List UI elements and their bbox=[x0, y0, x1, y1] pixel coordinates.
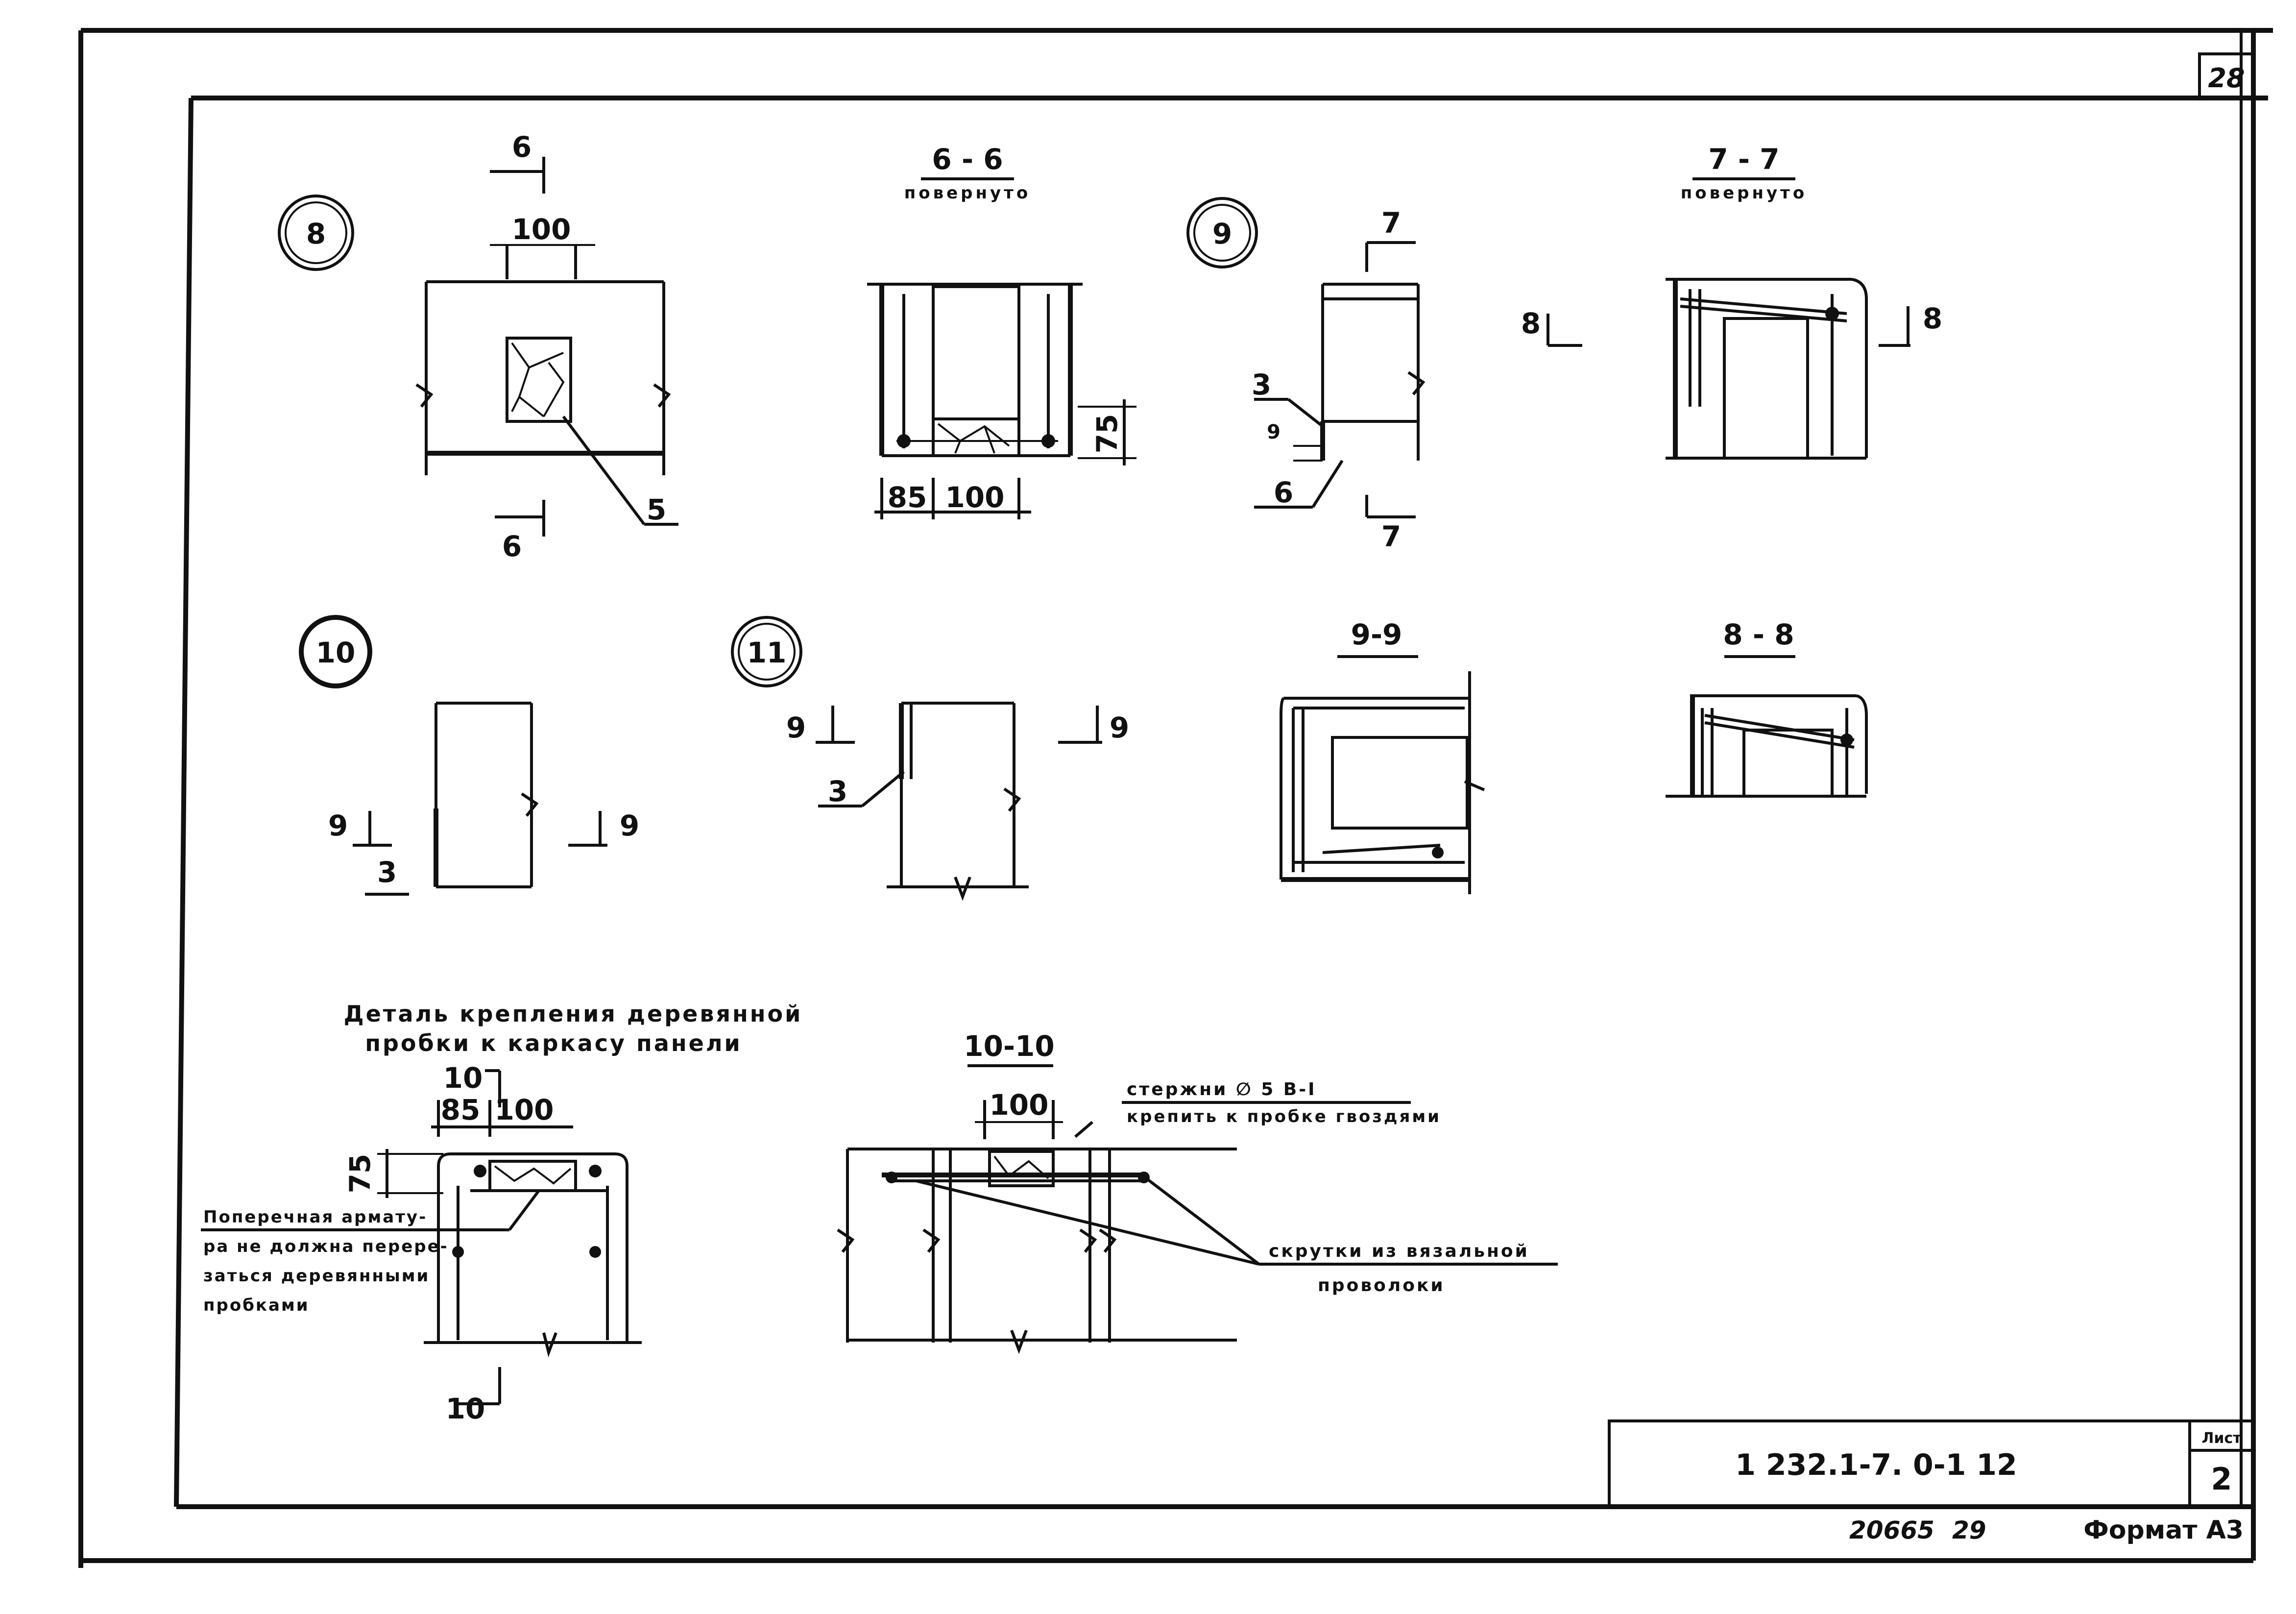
wire-note-line-2: проволоки bbox=[1318, 1275, 1445, 1296]
section-6-6-dim-100: 100 bbox=[945, 481, 1004, 514]
detail-8: 8 6 100 5 6 bbox=[278, 130, 678, 563]
detail-9-cut-top: 7 bbox=[1381, 206, 1401, 240]
section-10-10-title: 10-10 bbox=[964, 1029, 1055, 1063]
title-block: 1 232.1-7. 0-1 12 Лист 2 20665 29 Формат… bbox=[1608, 1419, 2255, 1545]
detail-10-cut-right: 9 bbox=[620, 809, 639, 842]
detail-10-cut-left: 9 bbox=[328, 809, 348, 842]
document-code: 1 232.1-7. 0-1 12 bbox=[1735, 1448, 2017, 1482]
inventory-number: 20665 bbox=[1849, 1516, 1934, 1544]
detail-9-cut-bottom: 7 bbox=[1381, 520, 1401, 553]
detail-8-cut-top: 6 bbox=[512, 130, 532, 164]
detail-8-cut-bottom: 6 bbox=[502, 530, 522, 563]
section-6-6-dim-85: 85 bbox=[888, 481, 927, 514]
section-6-6-title: 6 - 6 bbox=[932, 143, 1003, 176]
mounting-cut: 10 bbox=[446, 1392, 485, 1425]
detail-8-callout: 5 bbox=[647, 493, 666, 526]
detail-11: 11 9 9 3 bbox=[731, 616, 1129, 901]
mounting-dim-10: 10 bbox=[443, 1061, 483, 1095]
detail-9-callout-6: 6 bbox=[1274, 476, 1293, 509]
section-8-8-title: 8 - 8 bbox=[1723, 618, 1794, 651]
mounting-detail: Деталь крепления деревянной пробки к кар… bbox=[201, 1001, 803, 1425]
detail-10-callout: 3 bbox=[377, 856, 397, 889]
detail-9: 9 7 3 9 6 7 bbox=[1186, 197, 1426, 553]
mounting-note-line-1: Поперечная армату- bbox=[203, 1207, 427, 1227]
section-6-6-dim-75: 75 bbox=[1090, 414, 1124, 454]
section-10-10-dim-100: 100 bbox=[989, 1088, 1048, 1122]
detail-9-callout-3: 3 bbox=[1252, 368, 1271, 401]
mounting-note-line-4: пробками bbox=[203, 1296, 310, 1315]
mounting-dim-85: 85 bbox=[441, 1093, 481, 1126]
rods-note-line-1: стержни ∅ 5 B-I bbox=[1127, 1079, 1317, 1100]
detail-10: 10 9 9 3 bbox=[299, 615, 639, 896]
sheet-label: Лист bbox=[2201, 1430, 2242, 1447]
detail-9-dim: 9 bbox=[1267, 421, 1281, 443]
detail-9-marker: 9 bbox=[1212, 217, 1232, 250]
wire-note-line-1: скрутки из вязальной bbox=[1269, 1241, 1529, 1261]
section-7-7: 7 - 7 повернуто 8 8 bbox=[1521, 143, 1942, 460]
detail-8-marker: 8 bbox=[306, 217, 326, 250]
sheet-number: 2 bbox=[2211, 1461, 2232, 1497]
section-9-9: 9-9 bbox=[1280, 618, 1485, 894]
mounting-note-line-2: ра не должна перере- bbox=[203, 1237, 449, 1256]
section-10-10: 10-10 100 стержни ∅ 5 B-I крепить к проб… bbox=[837, 1029, 1558, 1354]
page-number: 28 bbox=[2208, 63, 2245, 94]
detail-11-cut-left: 9 bbox=[786, 711, 806, 744]
sheet-format: Формат А3 bbox=[2083, 1516, 2244, 1545]
sheet-frame bbox=[78, 28, 2273, 1568]
mounting-title-line-2: пробки к каркасу панели bbox=[365, 1030, 742, 1056]
mounting-title-line-1: Деталь крепления деревянной bbox=[344, 1001, 803, 1027]
section-6-6: 6 - 6 повернуто 75 85 100 bbox=[867, 143, 1136, 519]
section-6-6-subtitle: повернуто bbox=[904, 183, 1031, 203]
detail-11-marker: 11 bbox=[747, 636, 787, 669]
mounting-dim-75: 75 bbox=[343, 1154, 377, 1194]
section-9-9-title: 9-9 bbox=[1351, 618, 1402, 651]
mounting-dim-100: 100 bbox=[494, 1093, 554, 1126]
mounting-note-line-3: заться деревянными bbox=[203, 1266, 430, 1286]
section-7-7-subtitle: повернуто bbox=[1681, 183, 1807, 203]
detail-11-callout: 3 bbox=[828, 775, 847, 808]
detail-11-cut-right: 9 bbox=[1110, 711, 1129, 744]
rods-note-line-2: крепить к пробке гвоздями bbox=[1127, 1107, 1441, 1126]
detail-8-dim-100: 100 bbox=[511, 213, 571, 246]
detail-10-marker: 10 bbox=[316, 636, 356, 669]
section-8-8: 8 - 8 bbox=[1666, 618, 1868, 798]
section-7-7-cut-right: 8 bbox=[1923, 302, 1942, 335]
section-7-7-cut-left: 8 bbox=[1521, 307, 1541, 340]
inventory-number-2: 29 bbox=[1952, 1516, 1986, 1544]
page-number-box: 28 bbox=[2198, 52, 2255, 99]
section-7-7-title: 7 - 7 bbox=[1708, 143, 1779, 176]
